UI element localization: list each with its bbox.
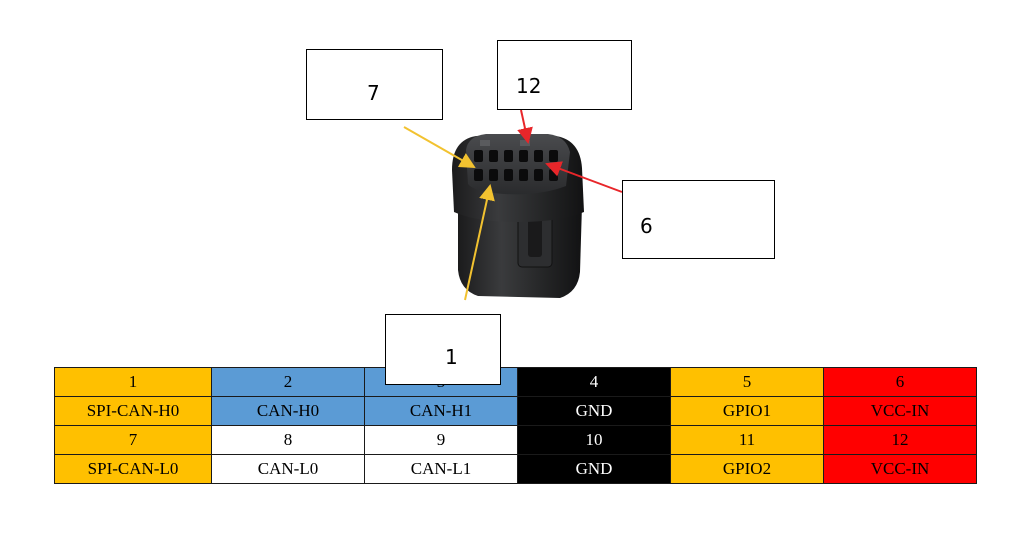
pin-signal-cell: VCC-IN: [823, 454, 977, 484]
pin-signal-cell: GND: [517, 454, 671, 484]
pin-signal-cell: GPIO2: [670, 454, 824, 484]
pin-signal-cell: CAN-H0: [211, 396, 365, 426]
pin-signal-cell: SPI-CAN-H0: [54, 396, 212, 426]
pin-signal-cell: CAN-L0: [211, 454, 365, 484]
pinout-table: 123456SPI-CAN-H0CAN-H0CAN-H1GNDGPIO1VCC-…: [54, 367, 977, 484]
pin-signal-cell: GND: [517, 396, 671, 426]
pin-number-cell: 6: [823, 367, 977, 397]
pin-signal-cell: VCC-IN: [823, 396, 977, 426]
callout-pin-6: 6: [622, 180, 775, 259]
pin-signal-cell: CAN-L1: [364, 454, 518, 484]
pin-number-cell: 5: [670, 367, 824, 397]
callout-label: 1: [445, 345, 458, 369]
pin-number-cell: 1: [54, 367, 212, 397]
pin-number-cell: 9: [364, 425, 518, 455]
pin-number-cell: 12: [823, 425, 977, 455]
pin-signal-cell: GPIO1: [670, 396, 824, 426]
pin-number-cell: 7: [54, 425, 212, 455]
callout-label: 12: [516, 74, 542, 98]
pin-number-cell: 2: [211, 367, 365, 397]
pin-signal-cell: SPI-CAN-L0: [54, 454, 212, 484]
pin-number-cell: 8: [211, 425, 365, 455]
pin-number-cell: 10: [517, 425, 671, 455]
pin-signal-cell: CAN-H1: [364, 396, 518, 426]
connector-body: [452, 134, 584, 298]
pin-table-row: 123456: [54, 367, 977, 397]
callout-arrows: [403, 109, 623, 301]
pin-number-cell: 4: [517, 367, 671, 397]
pin-number-cell: 11: [670, 425, 824, 455]
callout-pin-7: 7: [306, 49, 443, 120]
callout-label: 6: [640, 214, 653, 238]
callout-pin-12: 12: [497, 40, 632, 110]
callout-label: 7: [367, 81, 380, 105]
callout-pin-1: 1: [385, 314, 501, 385]
